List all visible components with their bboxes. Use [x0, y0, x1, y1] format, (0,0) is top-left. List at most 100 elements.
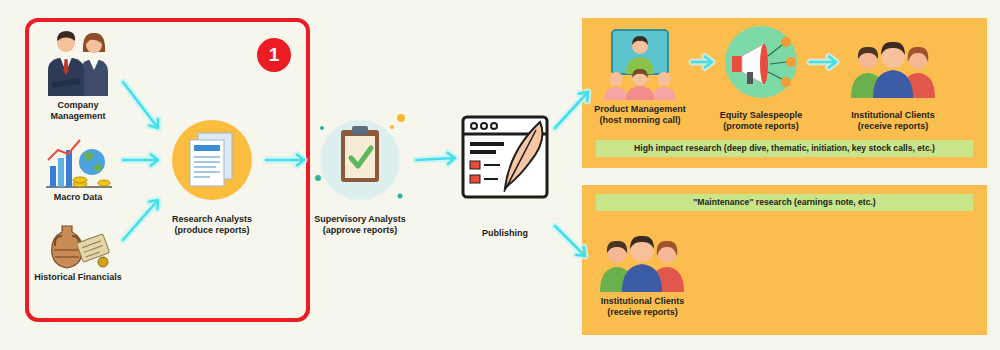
publishing-icon	[463, 117, 547, 197]
flow-arrow	[123, 200, 158, 240]
icon-part	[786, 57, 796, 67]
icon-part	[505, 122, 542, 188]
icon-part	[194, 166, 216, 168]
arrow-glow	[416, 153, 455, 164]
icon-part	[484, 164, 500, 166]
icon-part	[652, 87, 676, 100]
icon-part	[725, 26, 797, 98]
icon-part	[58, 158, 64, 187]
icon-part	[742, 44, 764, 84]
callout-number: 1	[257, 38, 291, 72]
node-label: Institutional Clients (receive reports)	[585, 296, 700, 319]
client-group: Institutional Clients (receive reports)	[585, 228, 700, 322]
icon-part	[320, 126, 324, 130]
icon-part	[194, 171, 220, 173]
flow-arrow	[123, 155, 158, 166]
arrow-line	[692, 57, 712, 68]
flow-arrow	[266, 155, 304, 166]
arrow-line	[555, 92, 588, 128]
icon-part	[76, 234, 109, 262]
icon-part	[470, 142, 504, 146]
equity-sales-icon	[725, 26, 797, 98]
arrow-glow	[692, 57, 712, 68]
icon-part	[54, 249, 80, 251]
process-step: Equity Salespeople (promote reports)	[712, 26, 810, 136]
icon-part	[82, 241, 101, 248]
icon-part	[194, 145, 220, 151]
arrow-line	[555, 226, 585, 256]
icon-part	[83, 33, 105, 52]
highlight-region: 1 Company ManagementMacro DataHistorical …	[25, 18, 310, 322]
node-label: Research Analysts (produce reports)	[158, 214, 266, 237]
arrow-glow	[810, 57, 836, 68]
icon-part	[89, 59, 99, 70]
icon-part	[626, 57, 654, 74]
icon-part	[86, 37, 102, 53]
icon-part	[770, 62, 787, 64]
node-label: Supervisory Analysts (approve reports)	[304, 214, 416, 237]
icon-part	[86, 35, 102, 44]
icon-part	[747, 72, 753, 84]
icon-part	[198, 133, 232, 179]
arrow-glow	[123, 82, 158, 128]
icon-part	[471, 123, 477, 129]
process-step: Supervisory Analysts (approve reports)	[304, 118, 416, 240]
icon-part	[612, 30, 668, 74]
icon-part	[194, 161, 220, 163]
flow-arrow	[555, 226, 585, 256]
icon-part	[609, 72, 623, 86]
icon-part	[172, 120, 252, 200]
icon-part	[657, 72, 671, 86]
arrow-glow	[266, 155, 304, 166]
input-source: Historical Financials	[33, 220, 123, 286]
icon-part	[760, 44, 768, 84]
node-label: Historical Financials	[33, 272, 123, 283]
icon-part	[76, 234, 109, 262]
icon-part	[504, 130, 536, 192]
institutional-clients-icon	[600, 236, 684, 292]
icon-part	[345, 136, 375, 178]
input-source: Company Management	[33, 28, 123, 126]
process-step: Product Management (host morning call)	[588, 26, 692, 130]
approval-clipboard-icon	[315, 114, 405, 200]
icon-part	[481, 123, 487, 129]
flow-arrow	[416, 153, 455, 164]
arrow-line	[123, 200, 158, 240]
icon-part	[46, 186, 112, 188]
category-bar: High impact research (deep dive, themati…	[596, 140, 973, 157]
icon-part	[194, 156, 220, 158]
historical-financials-icon	[52, 226, 110, 268]
company-management-icon	[48, 31, 108, 96]
flow-arrow	[555, 92, 588, 128]
icon-part	[470, 161, 480, 169]
arrow-glow	[123, 155, 158, 166]
icon-part	[470, 175, 480, 183]
icon-part	[390, 125, 394, 129]
icon-part	[84, 246, 103, 253]
icon-part	[190, 140, 224, 186]
arrow-glow	[555, 92, 588, 128]
research-panel: High impact research (deep dive, themati…	[582, 18, 987, 168]
icon-part	[50, 166, 56, 187]
icon-part	[604, 87, 628, 100]
macro-data-icon	[46, 140, 112, 187]
icon-part	[52, 78, 80, 88]
icon-part	[66, 150, 72, 187]
icon-part	[600, 236, 684, 292]
arrow-line	[416, 153, 455, 164]
flow-arrow	[123, 82, 158, 128]
input-source: Macro Data	[33, 136, 123, 206]
node-label: Macro Data	[33, 192, 123, 203]
icon-part	[351, 148, 371, 166]
icon-part	[55, 256, 79, 258]
process-step: Publishing	[455, 112, 555, 242]
icon-part	[73, 177, 87, 183]
icon-part	[98, 257, 108, 267]
icon-part	[397, 114, 405, 122]
institutional-clients-icon	[851, 42, 935, 98]
icon-part	[632, 38, 648, 54]
icon-part	[98, 180, 110, 186]
icon-part	[320, 120, 400, 200]
icon-part	[80, 59, 108, 96]
